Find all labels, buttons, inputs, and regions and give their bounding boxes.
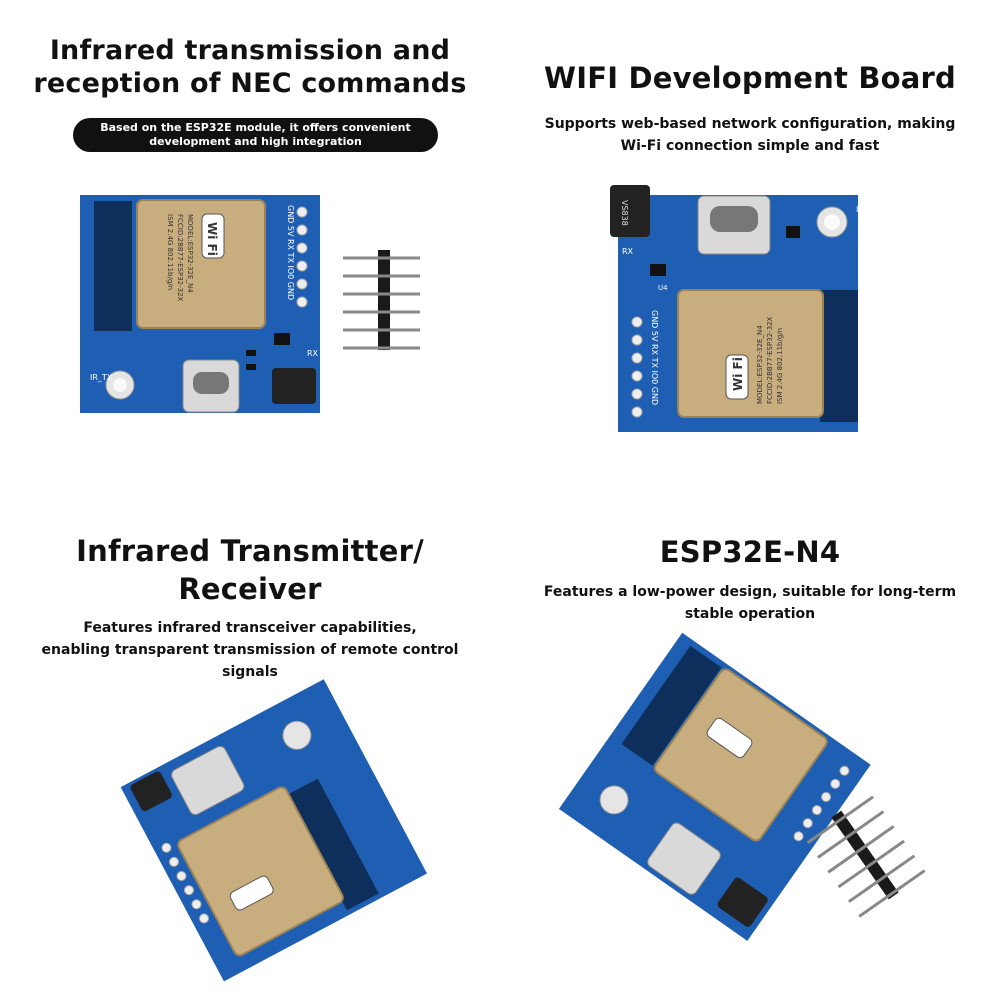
module-model-text: MODEL:ESP32-32E_N4 — [186, 214, 194, 293]
wifi-logo-icon — [201, 213, 225, 259]
panel-title: Infrared Transmitter/ Receiver — [0, 532, 500, 608]
usb-c-port — [647, 822, 721, 895]
ir-led-lens — [113, 378, 127, 392]
panel-subtitle: Features a low-power design, suitable fo… — [530, 581, 970, 625]
esp32-board-photo: Wi Fi MODEL:ESP32-32E_N4 FCCID:2BB77-ESP… — [610, 185, 879, 432]
title-line-2: Receiver — [178, 572, 322, 606]
module-fcc-text: FCCID:2BB77-ESP32-32X — [766, 316, 774, 404]
subtitle-line-1: Features infrared transceiver capabiliti… — [83, 620, 417, 636]
pin-labels: GND 5V RX TX IO0 GND — [650, 310, 659, 405]
esp32-board-photo — [120, 679, 428, 982]
ir-led — [282, 720, 312, 750]
esp32-module — [677, 289, 824, 418]
panel-subtitle: Features infrared transceiver capabiliti… — [20, 617, 480, 683]
u4-label: U4 — [658, 284, 668, 292]
subtitle-pill: Based on the ESP32E module, it offers co… — [73, 118, 438, 152]
wifi-logo-text: Wi Fi — [205, 222, 219, 256]
smd-part — [246, 350, 256, 356]
subtitle-line-2: stable operation — [684, 606, 816, 622]
loose-pin-header — [343, 250, 420, 350]
wifi-logo-icon — [706, 717, 753, 759]
rx-label: RX — [307, 349, 319, 358]
panel-ir-nec: Infrared transmission and reception of N… — [0, 0, 500, 500]
panel-wifi-board: WIFI Development Board Supports web-base… — [500, 0, 1000, 500]
module-model-text: MODEL:ESP32-32E_N4 — [756, 325, 764, 404]
ir-receiver — [272, 368, 316, 404]
antenna-area — [820, 290, 858, 422]
ir-receiver-text: VS838 — [620, 200, 629, 226]
title-line-1: Infrared Transmitter/ — [76, 534, 424, 568]
ir-tx-label: IR_TX — [856, 205, 879, 214]
subtitle-line-3: signals — [222, 664, 278, 680]
panel-title: WIFI Development Board — [544, 61, 956, 95]
antenna-area — [94, 201, 132, 331]
panel-subtitle: Supports web-based network configuration… — [530, 113, 970, 157]
module-ism-text: ISM 2.4G 802.11b/g/n — [776, 328, 784, 404]
subtitle-line-2: enabling transparent transmission of rem… — [41, 642, 459, 658]
wifi-logo-text: Wi Fi — [731, 357, 745, 391]
title-line-2: reception of NEC commands — [33, 68, 467, 99]
module-ism-text: ISM 2.4G 802.11b/g/n — [166, 214, 174, 290]
ir-receiver — [610, 185, 650, 237]
ir-receiver — [130, 771, 172, 812]
esp32-module — [177, 786, 344, 957]
panel-esp32e-n4: ESP32E-N4 Features a low-power design, s… — [500, 500, 1000, 1000]
pin-header-holes — [296, 206, 308, 308]
pin-header-holes — [631, 316, 643, 418]
pin-header-holes — [793, 765, 850, 842]
usb-c-port — [171, 745, 245, 816]
usb-c-opening — [710, 206, 758, 232]
chip-u4 — [274, 333, 290, 345]
ir-led-lens — [824, 214, 840, 230]
wifi-logo-icon — [229, 875, 274, 911]
subtitle-line-2: Wi-Fi connection simple and fast — [620, 138, 880, 154]
loose-pin-header — [806, 795, 926, 918]
panel-title: ESP32E-N4 — [659, 535, 841, 569]
pin-labels: GND 5V RX TX IO0 GND — [286, 205, 295, 300]
smd-part — [246, 364, 256, 370]
chip-u4 — [650, 264, 666, 276]
subtitle-line-1: Supports web-based network configuration… — [544, 116, 956, 132]
pill-text: Based on the ESP32E module, it offers co… — [100, 121, 411, 148]
esp32-board-photo — [558, 632, 926, 941]
ir-led — [599, 785, 629, 815]
usb-c-opening — [193, 372, 229, 394]
title-line-1: Infrared transmission and — [49, 35, 451, 66]
esp32-board-photo: Wi Fi MODEL:ESP32-32E_N4 FCCID:2BB77-ESP… — [80, 195, 420, 413]
ir-tx-label: IR_TX — [90, 373, 113, 382]
antenna-area — [285, 778, 379, 911]
rx-label: RX — [622, 247, 634, 256]
panel-ir-transceiver: Infrared Transmitter/ Receiver Features … — [0, 500, 500, 1000]
ir-receiver — [717, 877, 768, 927]
wifi-logo-icon — [725, 354, 749, 400]
smd-part — [786, 226, 800, 238]
panel-title: Infrared transmission and reception of N… — [0, 34, 500, 100]
pin-header-holes — [161, 842, 210, 924]
module-fcc-text: FCCID:2BB77-ESP32-32X — [176, 214, 184, 302]
subtitle-line-1: Features a low-power design, suitable fo… — [543, 584, 957, 600]
esp32-module — [136, 199, 266, 329]
antenna-area — [621, 645, 722, 766]
